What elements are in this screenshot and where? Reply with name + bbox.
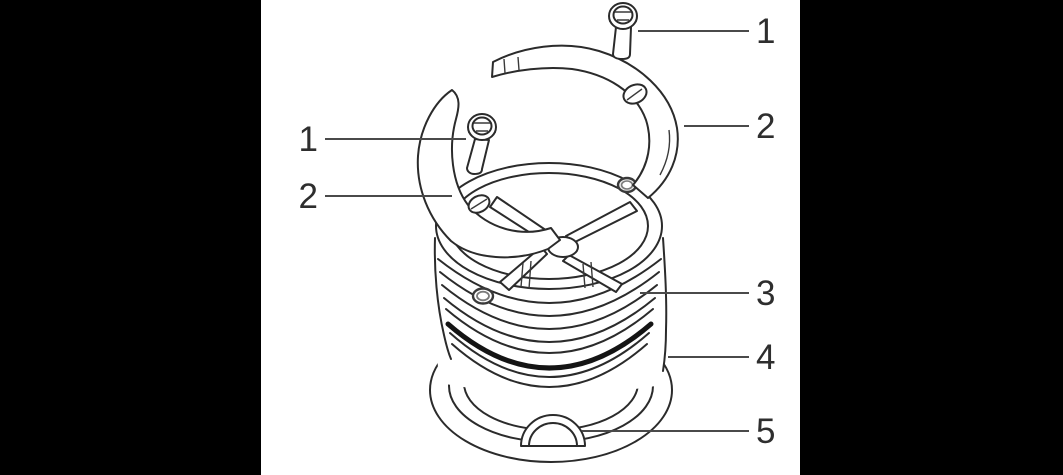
callout-1-top-right: 1 [756,12,775,51]
bottom-dome [520,414,586,447]
exploded-view-diagram: 1 2 3 4 5 1 2 [299,2,776,463]
callout-2-left: 2 [299,177,318,216]
screw-left [466,113,497,175]
face-hole-left [471,287,495,305]
cylindrical-body [433,162,668,395]
callout-3-right: 3 [756,274,775,313]
callout-1-left: 1 [299,120,318,159]
lock-plate-upper [491,44,679,199]
o-ring-band [445,321,654,371]
callout-5-right: 5 [756,412,775,451]
screw-top [608,2,638,60]
callout-4-right: 4 [756,338,775,377]
face-hole-right [616,176,638,194]
letterbox-right [800,0,1063,475]
letterbox-left [0,0,261,475]
lock-plate-lower [416,89,561,259]
callout-2-right: 2 [756,107,775,146]
callouts: 1 2 3 4 5 1 2 [299,12,776,451]
diagram-canvas: 1 2 3 4 5 1 2 [261,0,800,475]
